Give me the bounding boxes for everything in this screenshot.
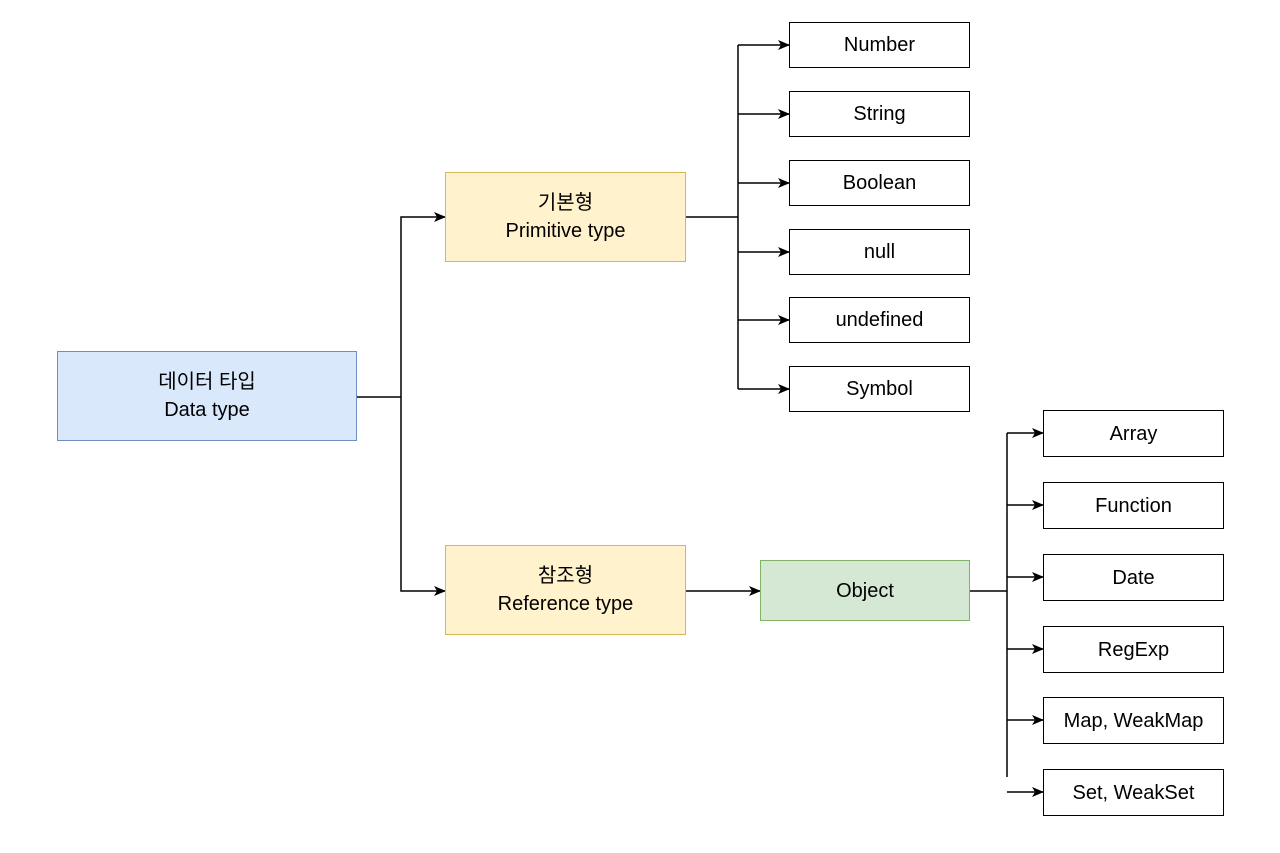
object-date-label: Date [1112,566,1155,589]
primitive-number-label: Number [843,34,916,56]
object-function-node: Function [1043,482,1224,529]
edge-root-to-primitive [400,212,446,397]
object-regexp-label: RegExp [1097,638,1170,661]
primitive-string-node: String [789,91,970,137]
object-node: Object [760,560,970,621]
object-regexp-node: RegExp [1043,626,1224,673]
primitive-symbol-node: Symbol [789,366,970,412]
primitive-type-node: 기본형 Primitive type [445,172,686,262]
object-array-label: Array [1109,422,1158,445]
primitive-undefined-node: undefined [789,297,970,343]
primitive-string-label: String [853,103,906,125]
data-type-label-en: Data type [164,399,250,421]
primitive-symbol-label: Symbol [846,378,913,400]
object-date-node: Date [1043,554,1224,601]
reference-type-label-en: Reference type [497,593,634,615]
primitive-null-label: null [863,241,896,263]
object-array-node: Array [1043,410,1224,457]
primitive-null-node: null [789,229,970,275]
data-type-label-ko: 데이터 타입 [158,371,256,393]
primitive-type-label-ko: 기본형 [537,192,594,214]
object-set-weakset-label: Set, WeakSet [1072,781,1195,804]
edge-root-to-reference [400,397,446,596]
data-type-node: 데이터 타입 Data type [57,351,357,441]
object-map-weakmap-node: Map, WeakMap [1043,697,1224,744]
primitive-number-node: Number [789,22,970,68]
object-map-weakmap-label: Map, WeakMap [1063,709,1204,732]
primitive-boolean-node: Boolean [789,160,970,206]
object-label: Object [836,579,894,602]
primitive-type-label-en: Primitive type [505,220,626,242]
primitive-boolean-label: Boolean [842,172,917,194]
object-set-weakset-node: Set, WeakSet [1043,769,1224,816]
reference-type-label-ko: 참조형 [537,565,594,587]
object-function-label: Function [1095,494,1172,517]
primitive-undefined-label: undefined [835,309,924,331]
reference-type-node: 참조형 Reference type [445,545,686,635]
